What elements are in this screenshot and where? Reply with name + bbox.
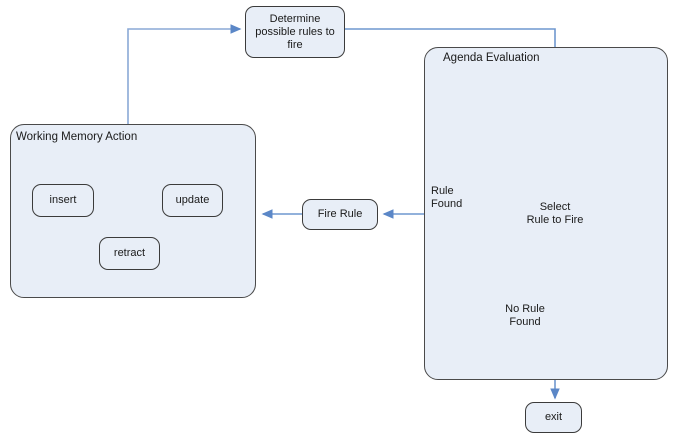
node-exit[interactable]: exit [525, 402, 582, 433]
decision-label-select-rule-to-fire: Select Rule to Fire [526, 201, 584, 226]
node-retract[interactable]: retract [99, 237, 160, 270]
edge-label-rule-found: Rule Found [431, 185, 463, 210]
node-fire-rule[interactable]: Fire Rule [302, 199, 378, 230]
container-label-working-memory-action: Working Memory Action [16, 131, 138, 143]
edge-wma-to-determine [127, 24, 242, 125]
container-agenda-evaluation[interactable] [424, 47, 668, 380]
container-label-agenda-evaluation: Agenda Evaluation [443, 52, 540, 64]
edge-label-no-rule-found: No Rule Found [505, 303, 545, 328]
node-insert[interactable]: insert [32, 184, 94, 217]
node-update[interactable]: update [162, 184, 223, 217]
node-determine-possible-rules[interactable]: Determine possible rules to fire [245, 6, 345, 58]
